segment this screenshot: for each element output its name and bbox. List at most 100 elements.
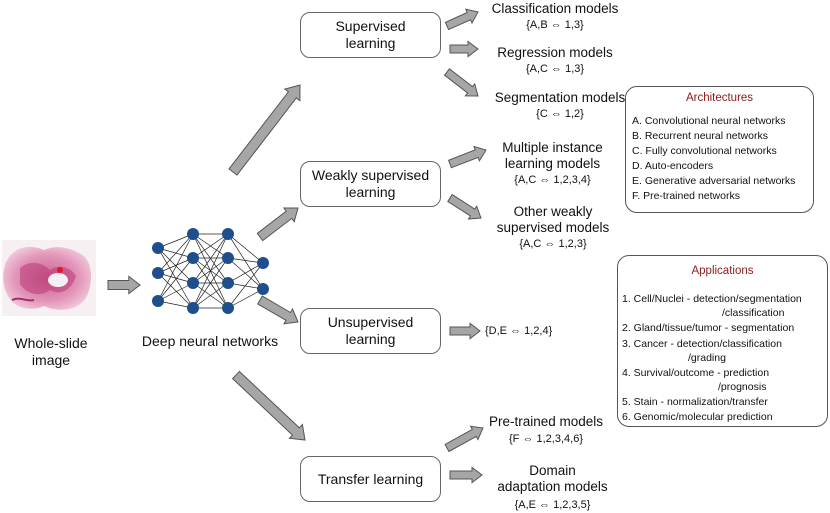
arrow-image-to-network	[107, 275, 141, 295]
network-edge	[192, 257, 229, 309]
network-node	[152, 267, 164, 279]
classification-models-code: {A,B ⇔ 1,3}	[526, 19, 584, 31]
other-weakly-line1: Other weakly	[513, 204, 593, 219]
other-weakly-line2: supervised models	[496, 220, 610, 235]
architecture-item: D. Auto-encoders	[632, 160, 714, 172]
arrow-to-segmentation	[443, 68, 479, 97]
network-node	[187, 252, 199, 264]
input-label-line2: image	[31, 352, 71, 368]
network-edge	[227, 262, 264, 284]
weakly-label-line2: learning	[345, 184, 396, 200]
architectures-panel: Architectures A. Convolutional neural ne…	[625, 86, 814, 213]
network-node	[187, 228, 199, 240]
pretrained-models-code: {F ⇔ 1,2,3,4,6}	[509, 433, 583, 445]
network-label: Deep neural networks	[141, 333, 279, 349]
network-node	[222, 228, 234, 240]
architecture-item: B. Recurrent neural networks	[632, 130, 768, 142]
application-item: 3. Cancer - detection/classification	[622, 338, 782, 350]
regression-models-code: {A,C ⇔ 1,3}	[525, 63, 585, 75]
network-edge	[227, 233, 264, 290]
supervised-learning-box: Supervised learning	[300, 12, 441, 58]
pretrained-models: Pre-trained models {F ⇔ 1,2,3,4,6}	[466, 414, 626, 446]
arrow-to-other-weakly	[447, 193, 482, 220]
network-edge	[157, 272, 194, 309]
network-edge	[157, 257, 194, 274]
network-edge	[157, 233, 194, 249]
network-edge	[227, 288, 264, 309]
architecture-item: E. Generative adversarial networks	[632, 175, 796, 187]
network-edge	[157, 282, 194, 302]
application-item: 6. Genomic/molecular prediction	[622, 411, 773, 423]
network-edge	[192, 282, 229, 309]
architecture-item: F. Pre-trained networks	[632, 190, 740, 202]
mil-models: Multiple instance learning models {A,C ⇔…	[470, 140, 635, 187]
arrow-to-unsupervised-models	[449, 322, 481, 340]
arrow-to-classification	[444, 8, 479, 31]
mil-models-line1: Multiple instance	[502, 140, 603, 155]
transfer-learning-box: Transfer learning	[300, 456, 441, 502]
unsupervised-label-line2: learning	[345, 331, 396, 347]
domain-adaptation-models: Domain adaptation models {A,E ⇔ 1,2,3,5}	[470, 463, 635, 512]
arrow-to-domain-adaptation	[449, 466, 483, 484]
network-node	[187, 277, 199, 289]
unsupervised-models-code: {D,E ⇔ 1,2,4}	[485, 325, 553, 337]
network-node	[257, 257, 269, 269]
network-edge	[157, 233, 194, 274]
network-nodes	[152, 228, 269, 314]
domain-line2: adaptation models	[497, 479, 608, 494]
input-label-line1: Whole-slide	[14, 335, 88, 351]
arrow-network-to-supervised	[228, 84, 301, 176]
network-edge	[192, 233, 229, 309]
domain-line1: Domain	[529, 463, 576, 478]
supervised-label-line1: Supervised	[335, 18, 406, 34]
network-edge	[157, 272, 194, 284]
supervised-label-line2: learning	[345, 35, 396, 51]
application-item: 2. Gland/tissue/tumor - segmentation	[622, 322, 795, 334]
application-item: 1. Cell/Nuclei - detection/segmentation	[622, 293, 802, 305]
regression-models-title: Regression models	[497, 45, 613, 60]
network-edge	[157, 257, 194, 302]
application-item-continued: /grading	[688, 352, 726, 364]
mil-models-code: {A,C ⇔ 1,2,3,4}	[514, 174, 591, 186]
architecture-item: A. Convolutional neural networks	[632, 115, 786, 127]
input-label: Whole-slide image	[3, 335, 99, 369]
network-edge	[227, 233, 264, 264]
network-node	[222, 252, 234, 264]
transfer-label-line1: Transfer learning	[317, 470, 424, 487]
mil-models-line2: learning models	[504, 156, 601, 171]
domain-code: {A,E ⇔ 1,2,3,5}	[514, 499, 591, 511]
arrow-to-pretrained	[444, 425, 484, 453]
network-node	[222, 302, 234, 314]
network-node	[152, 242, 164, 254]
network-edge	[157, 233, 194, 302]
classification-models-title: Classification models	[491, 1, 619, 16]
network-edge	[227, 257, 264, 290]
other-weakly-code: {A,C ⇔ 1,2,3}	[519, 238, 587, 250]
segmentation-models-code: {C ⇔ 1,2}	[536, 108, 584, 120]
segmentation-models-title: Segmentation models	[494, 90, 626, 105]
arrow-to-mil	[447, 145, 487, 169]
applications-title: Applications	[691, 265, 754, 277]
unsupervised-learning-box: Unsupervised learning	[300, 308, 441, 354]
arrow-network-to-transfer	[231, 370, 306, 441]
architecture-item: C. Fully convolutional networks	[632, 145, 777, 157]
network-edge	[227, 262, 264, 309]
network-edge	[192, 233, 229, 259]
applications-panel: Applications 1. Cell/Nuclei - detection/…	[617, 255, 828, 427]
weakly-supervised-learning-box: Weakly supervised learning	[300, 161, 441, 207]
network-edge	[192, 233, 229, 284]
arrow-network-to-unsupervised	[257, 295, 299, 325]
classification-models: Classification models {A,B ⇔ 1,3}	[470, 1, 640, 32]
application-item: 5. Stain - normalization/transfer	[622, 396, 768, 408]
arrow-to-regression	[449, 40, 479, 58]
architectures-title: Architectures	[685, 92, 754, 104]
pretrained-models-title: Pre-trained models	[488, 414, 604, 429]
segmentation-models: Segmentation models {C ⇔ 1,2}	[475, 90, 645, 121]
weakly-label-line1: Weakly supervised	[311, 167, 430, 183]
network-node	[222, 277, 234, 289]
network-node	[152, 295, 164, 307]
application-item-continued: /prognosis	[718, 381, 767, 393]
whole-slide-image	[2, 240, 96, 316]
network-node	[257, 283, 269, 295]
